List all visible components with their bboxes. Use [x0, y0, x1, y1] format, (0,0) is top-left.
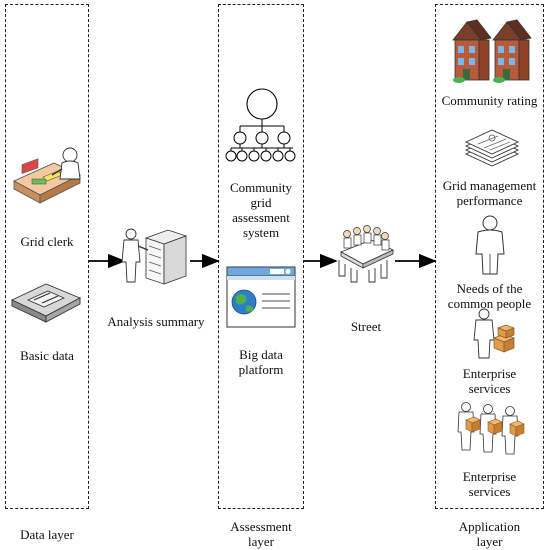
- basic-data-label: Basic data: [20, 348, 74, 363]
- application-layer-label: Application layer: [435, 519, 544, 549]
- tape-cartridge-icon: [10, 283, 82, 323]
- data-layer-label: Data layer: [20, 527, 74, 542]
- enterprise-2-line-2: services: [468, 484, 511, 499]
- community-rating-label: Community rating: [441, 93, 538, 108]
- person-boxes-icon: [473, 308, 515, 359]
- assessment-layer-line-2: layer: [248, 534, 274, 549]
- hierarchy-tree-icon: [225, 88, 296, 162]
- grid-clerk-label: Grid clerk: [20, 234, 74, 249]
- person-icon: [475, 215, 505, 275]
- street-label: Street: [350, 319, 382, 334]
- assessment-layer-label: Assessment layer: [218, 519, 304, 549]
- community-grid-line-2: grid: [250, 195, 272, 210]
- desk-clerk-icon: [13, 147, 81, 204]
- data-layer-box: [5, 4, 89, 509]
- big-data-line-1: Big data: [239, 347, 283, 362]
- conference-table-icon: [338, 225, 395, 283]
- community-grid-line-1: Community: [229, 180, 293, 195]
- enterprise-services-2-label: Enterprise services: [435, 469, 544, 499]
- people-boxes-icon: [457, 402, 525, 455]
- big-data-line-2: platform: [238, 362, 284, 377]
- enterprise-1-line-2: services: [468, 381, 511, 396]
- application-layer-line-2: layer: [476, 534, 503, 549]
- grid-management-performance-label: Grid management performance: [435, 178, 544, 208]
- globe-window-icon: [226, 266, 296, 328]
- community-grid-assessment-label: Community grid assessment system: [218, 180, 304, 240]
- grid-mgmt-line-1: Grid management: [442, 178, 537, 193]
- enterprise-1-line-1: Enterprise: [462, 366, 517, 381]
- needs-line-2: common people: [447, 296, 532, 311]
- enterprise-2-line-1: Enterprise: [462, 469, 517, 484]
- analysis-summary-label: Analysis summary: [107, 314, 205, 329]
- community-grid-line-3: assessment: [232, 210, 290, 225]
- grid-mgmt-line-2: performance: [456, 193, 523, 208]
- big-data-platform-label: Big data platform: [218, 347, 304, 377]
- needs-line-1: Needs of the: [456, 281, 523, 296]
- enterprise-services-1-label: Enterprise services: [435, 366, 544, 396]
- needs-common-people-label: Needs of the common people: [435, 281, 544, 311]
- person-server-icon: [121, 228, 188, 285]
- houses-icon: [452, 19, 532, 83]
- assessment-layer-line-1: Assessment: [230, 519, 292, 534]
- application-layer-line-1: Application: [458, 519, 521, 534]
- community-grid-line-4: system: [242, 225, 280, 240]
- documents-stack-icon: [464, 129, 520, 167]
